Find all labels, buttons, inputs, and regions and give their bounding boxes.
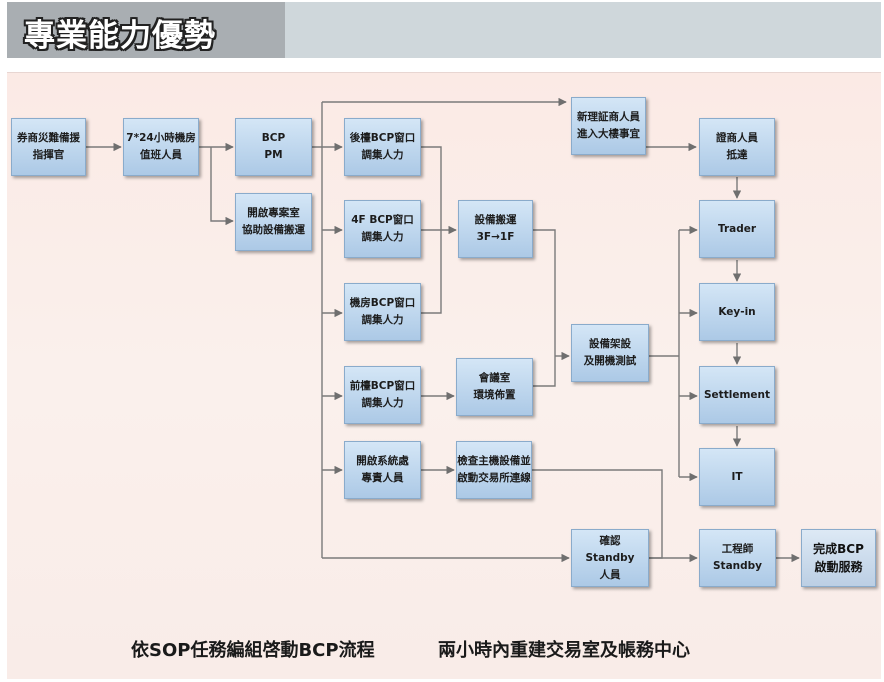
page-title: 專業能力優勢 bbox=[24, 18, 216, 54]
node-trader: Trader bbox=[699, 200, 775, 258]
connector bbox=[533, 229, 556, 387]
node-24h-duty-staff: 7*24小時機房值班人員 bbox=[123, 118, 199, 176]
node-frontoffice-bcp-contact: 前檯BCP窗口調集人力 bbox=[344, 366, 421, 424]
node-settlement: Settlement bbox=[699, 366, 775, 424]
node-broker-staff-entry: 新理証商人員進入大樓事宜 bbox=[571, 97, 646, 155]
caption-two-hours: 兩小時內重建交易室及帳務中心 bbox=[438, 640, 690, 661]
node-open-project-room: 開啟專案室協助設備搬運 bbox=[235, 193, 312, 251]
connector bbox=[210, 147, 234, 226]
node-machineroom-bcp-contact: 機房BCP窗口調集人力 bbox=[344, 283, 421, 341]
node-open-systems-staff: 開啟系統處專責人員 bbox=[344, 441, 421, 499]
node-backoffice-bcp-contact: 後檯BCP窗口調集人力 bbox=[344, 118, 421, 176]
node-it: IT bbox=[699, 448, 775, 506]
node-equipment-setup-test: 設備架設及開機測試 bbox=[571, 324, 649, 382]
title-banner-dark bbox=[7, 2, 285, 58]
node-check-host-connect-exchange: 檢查主機設備並啟動交易所連線 bbox=[456, 441, 532, 499]
node-key-in: Key-in bbox=[699, 283, 775, 341]
node-meeting-room-setup: 會議室環境佈置 bbox=[456, 358, 533, 416]
node-disaster-commander: 券商災難備援指揮官 bbox=[11, 118, 86, 176]
node-4f-bcp-contact: 4F BCP窗口調集人力 bbox=[344, 200, 421, 258]
node-broker-staff-arrive: 證商人員抵達 bbox=[699, 118, 775, 176]
title-banner-light bbox=[285, 2, 881, 58]
caption-sop-flow: 依SOP任務編組啓動BCP流程 bbox=[131, 640, 375, 661]
